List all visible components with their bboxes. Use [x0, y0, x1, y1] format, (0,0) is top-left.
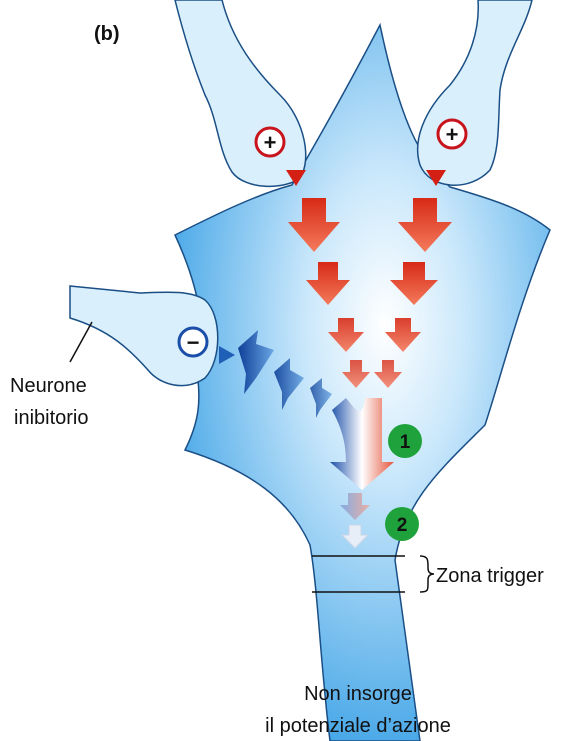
result-label-line1: Non insorge	[304, 683, 412, 705]
result-label-line2: il potenziale d’azione	[265, 715, 451, 737]
inhibitory-neuron-label-line2: inibitorio	[14, 407, 88, 429]
trigger-zone-label: Zona trigger	[436, 565, 544, 587]
excitatory-terminal-left	[175, 0, 306, 186]
inhibitory-neuron-pointer	[70, 322, 92, 362]
step-badge-2: 2	[385, 507, 419, 541]
excitatory-symbol-left: +	[256, 128, 284, 156]
excitatory-symbol-right-text: +	[446, 122, 459, 147]
step-badge-1: 1	[388, 424, 422, 458]
inhibitory-neuron-label-line1: Neurone	[10, 375, 87, 397]
inhibitory-symbol: −	[179, 328, 207, 356]
excitatory-symbol-left-text: +	[264, 130, 277, 155]
inhibitory-symbol-text: −	[187, 330, 200, 355]
excitatory-symbol-right: +	[438, 120, 466, 148]
excitatory-terminal-right	[418, 0, 532, 185]
step-badge-1-text: 1	[400, 432, 411, 453]
panel-label: (b)	[94, 23, 120, 45]
step-badge-2-text: 2	[397, 515, 408, 536]
trigger-zone-brace	[420, 556, 434, 592]
